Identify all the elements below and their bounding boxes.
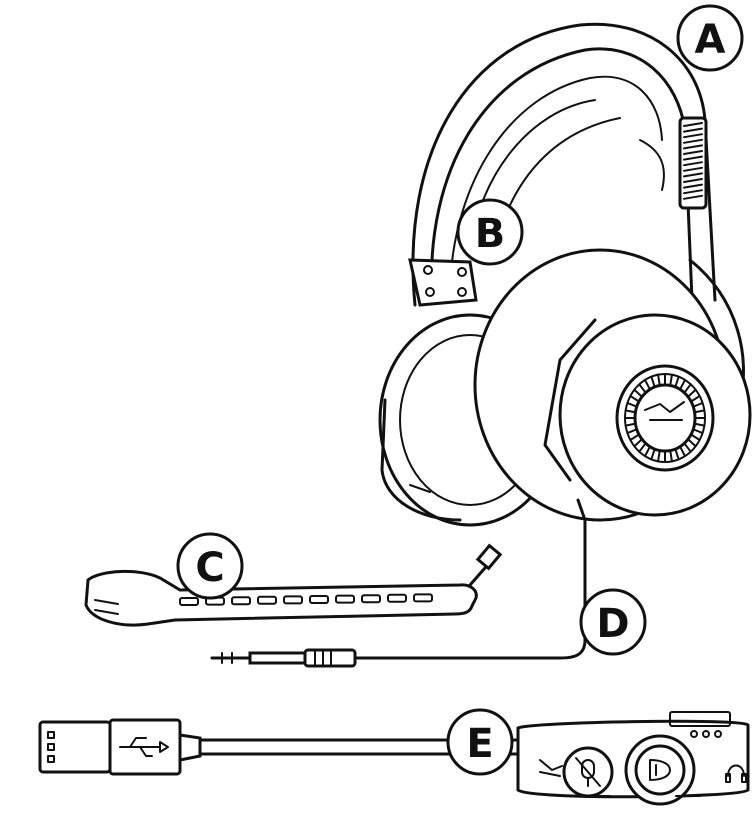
usb-icon: [119, 737, 169, 757]
right-earcup: [473, 248, 752, 522]
hyperx-logo-icon: [539, 759, 563, 777]
headphone-jack-icon: [725, 764, 747, 783]
callout-d: D: [579, 588, 647, 656]
callout-e-label: E: [466, 721, 493, 767]
callout-a: A: [676, 4, 744, 72]
surround-button-icon: [649, 759, 671, 781]
callout-e: E: [446, 708, 514, 776]
callout-c-label: C: [195, 545, 224, 591]
callout-b-label: B: [475, 211, 506, 257]
hinge-bracket: [408, 258, 478, 307]
callout-c: C: [176, 532, 244, 600]
callout-b: B: [456, 198, 524, 266]
hyperx-logo-icon: [644, 401, 685, 421]
headband-slider: [678, 116, 708, 210]
microphone-boom: [84, 543, 503, 627]
mic-mute-icon: [575, 757, 601, 787]
mic-mute-button: [562, 746, 614, 798]
surround-button: [624, 734, 696, 806]
control-box: [516, 711, 750, 806]
usb-cable: [38, 718, 520, 776]
callout-d-label: D: [596, 601, 629, 647]
callout-a-label: A: [695, 17, 726, 63]
